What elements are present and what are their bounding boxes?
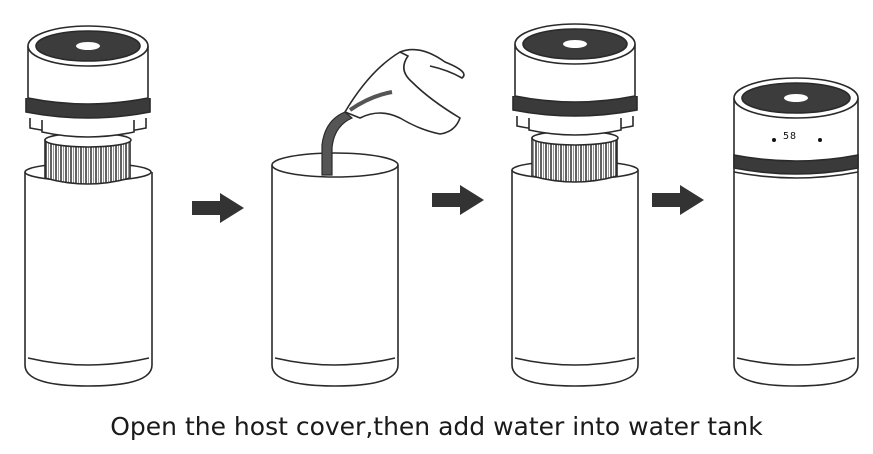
water-tank — [511, 160, 639, 387]
arrow-right-icon — [652, 185, 704, 215]
water-stream — [321, 111, 354, 176]
arrow-right-icon — [192, 193, 244, 223]
host-unit — [512, 23, 638, 136]
humidity-display-readout: 58 — [783, 131, 798, 142]
assembled-body — [733, 77, 859, 387]
filter-cartridge — [44, 132, 132, 185]
host-unit — [25, 25, 151, 138]
step-1-humidifier-open — [24, 25, 153, 387]
arrow-right-icon — [432, 185, 484, 215]
water-jug-icon — [343, 48, 465, 135]
water-tank — [271, 152, 399, 387]
step-2-pour-water — [271, 48, 465, 387]
step-3-humidifier-open — [511, 23, 639, 387]
filter-cartridge — [531, 130, 619, 183]
indicator-dot — [772, 138, 776, 142]
water-tank — [24, 162, 153, 387]
instruction-caption: Open the host cover,then add water into … — [110, 412, 763, 441]
indicator-dot — [818, 138, 822, 142]
step-4-humidifier-assembled — [733, 77, 859, 387]
